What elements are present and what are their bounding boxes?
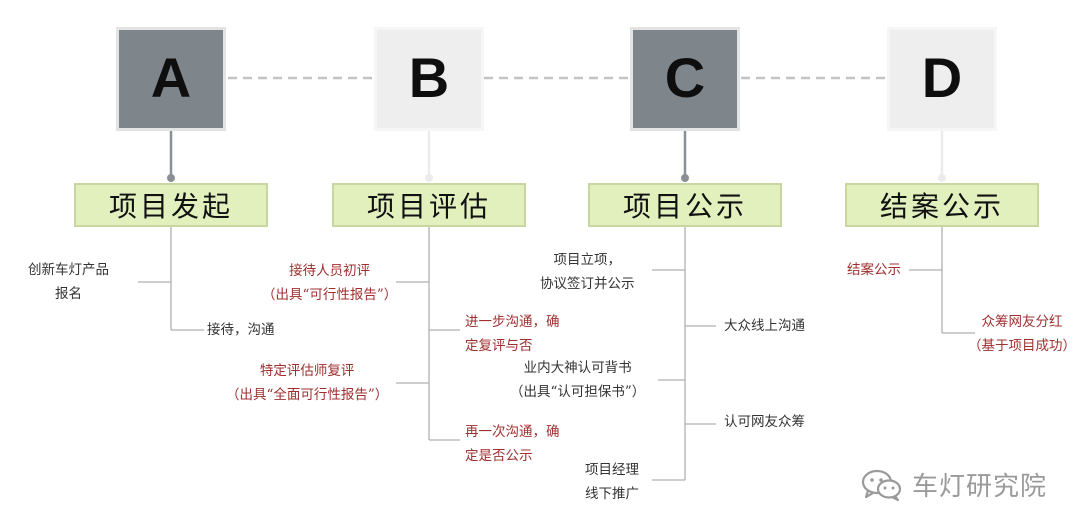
- box-letter: C: [664, 46, 706, 110]
- note-c-endorsement: 业内大神认可背书 （出具“认可担保书”）: [510, 360, 646, 400]
- note-a-signup: 创新车灯产品 报名: [28, 262, 109, 302]
- note-c-crowdfunding: 认可网友众筹: [724, 414, 805, 430]
- stage-label-d: 结案公示: [845, 183, 1039, 227]
- stage-box-b: B: [374, 27, 484, 131]
- stage-box-d: D: [887, 27, 997, 131]
- note-c-approval: 项目立项， 协议签订并公示: [540, 252, 635, 292]
- note-a-reception: 接待，沟通: [207, 322, 275, 338]
- note-b-further-talk: 进一步沟通，确 定复评与否: [465, 314, 560, 354]
- note-b-initial-review: 接待人员初评 （出具“可行性报告”）: [262, 263, 398, 303]
- note-d-dividend: 众筹网友分红 （基于项目成功）: [968, 314, 1076, 354]
- box-letter: A: [150, 46, 192, 110]
- stage-label-a: 项目发起: [74, 183, 268, 227]
- watermark: 车灯研究院: [860, 466, 1047, 503]
- stage-label-b: 项目评估: [332, 183, 526, 227]
- note-d-closing: 结案公示: [847, 262, 901, 278]
- note-b-final-talk: 再一次沟通，确 定是否公示: [465, 424, 560, 464]
- note-c-offline-promo: 项目经理 线下推广: [585, 462, 639, 502]
- stage-box-a: A: [116, 27, 226, 131]
- wechat-icon: [861, 469, 902, 501]
- box-letter: D: [921, 46, 963, 110]
- note-c-online-talk: 大众线上沟通: [724, 318, 805, 334]
- box-letter: B: [408, 46, 450, 110]
- watermark-text: 车灯研究院: [912, 472, 1048, 502]
- stage-label-c: 项目公示: [588, 183, 782, 227]
- note-b-expert-review: 特定评估师复评 （出具“全面可行性报告”）: [226, 363, 389, 403]
- stage-box-c: C: [630, 27, 740, 131]
